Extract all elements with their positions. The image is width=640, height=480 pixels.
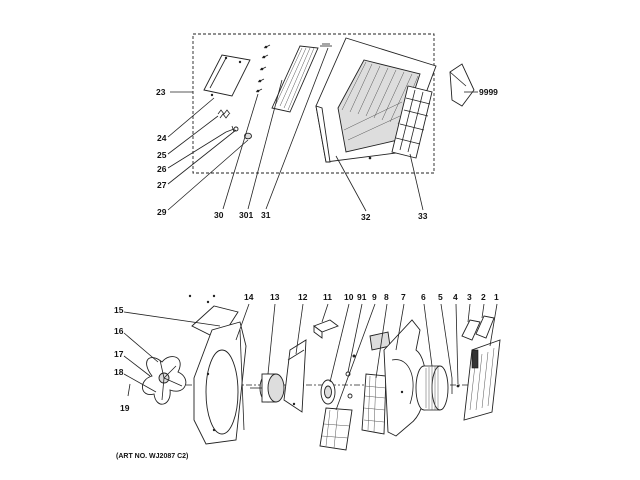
part-10-bearing-ring (320, 379, 336, 405)
part-13-motor (250, 373, 285, 403)
callout-25: 25 (157, 150, 167, 160)
part-33-air-filter (391, 85, 433, 159)
part-16-fan-blade (142, 356, 187, 405)
part-301-louver-strip (271, 45, 319, 113)
callout-11: 11 (323, 292, 332, 302)
callout-8: 8 (384, 292, 389, 302)
assembly-boundary-box (192, 33, 435, 174)
callout-33: 33 (418, 211, 428, 221)
callout-7: 7 (401, 292, 406, 302)
callout-2: 2 (481, 292, 486, 302)
callout-91: 91 (357, 292, 367, 302)
part-27-screw (225, 125, 239, 133)
part-30-screws (255, 44, 271, 93)
callout-32: 32 (361, 212, 371, 222)
callout-24: 24 (157, 133, 167, 143)
callout-30: 30 (214, 210, 224, 220)
callout-10: 10 (344, 292, 354, 302)
part-12-motor-bracket (283, 339, 307, 413)
part-4-clip (456, 384, 460, 388)
part-9-lower-filter (319, 407, 353, 451)
callout-17: 17 (114, 349, 124, 359)
callout-18: 18 (114, 367, 124, 377)
bottom-leader-lines (123, 303, 498, 411)
callout-6: 6 (421, 292, 426, 302)
bottom-callouts: 15 16 17 18 19 14 13 12 11 10 91 9 8 7 6… (114, 292, 499, 413)
part-1-control-panel (463, 339, 501, 421)
part-31-rail (320, 43, 332, 47)
art-number-label: (ART NO. WJ2087 C2) (116, 453, 188, 460)
part-24-bracket-panel (203, 54, 251, 97)
top-assembly (192, 33, 475, 174)
part-9999-manual (449, 63, 475, 107)
part-3-terminal-block (461, 315, 495, 341)
callout-14: 14 (244, 292, 254, 302)
part-29-knob (244, 132, 252, 140)
callout-9: 9 (372, 292, 377, 302)
callout-27: 27 (157, 180, 167, 190)
callout-5: 5 (438, 292, 443, 302)
part-8-evaporator (361, 331, 391, 435)
callout-15: 15 (114, 305, 124, 315)
top-callouts: 23 24 25 26 27 29 30 301 31 32 33 9999 (156, 87, 498, 222)
callout-13: 13 (270, 292, 280, 302)
callout-4: 4 (453, 292, 458, 302)
part-6-blower-wheel (415, 365, 449, 411)
part-11-capacitor-box (313, 319, 339, 339)
callout-29: 29 (157, 207, 167, 217)
callout-3: 3 (467, 292, 472, 302)
callout-26: 26 (157, 164, 167, 174)
callout-31: 31 (261, 210, 271, 220)
bottom-assembly (142, 294, 501, 451)
callout-1: 1 (494, 292, 499, 302)
callout-9999: 9999 (479, 87, 498, 97)
part-14-fan-shroud (193, 321, 247, 445)
callout-23: 23 (156, 87, 166, 97)
callout-16: 16 (114, 326, 124, 336)
callout-301: 301 (239, 210, 253, 220)
top-leader-lines (167, 47, 478, 212)
callout-19: 19 (120, 403, 130, 413)
callout-12: 12 (298, 292, 308, 302)
part-25-spring-clips (217, 109, 231, 119)
